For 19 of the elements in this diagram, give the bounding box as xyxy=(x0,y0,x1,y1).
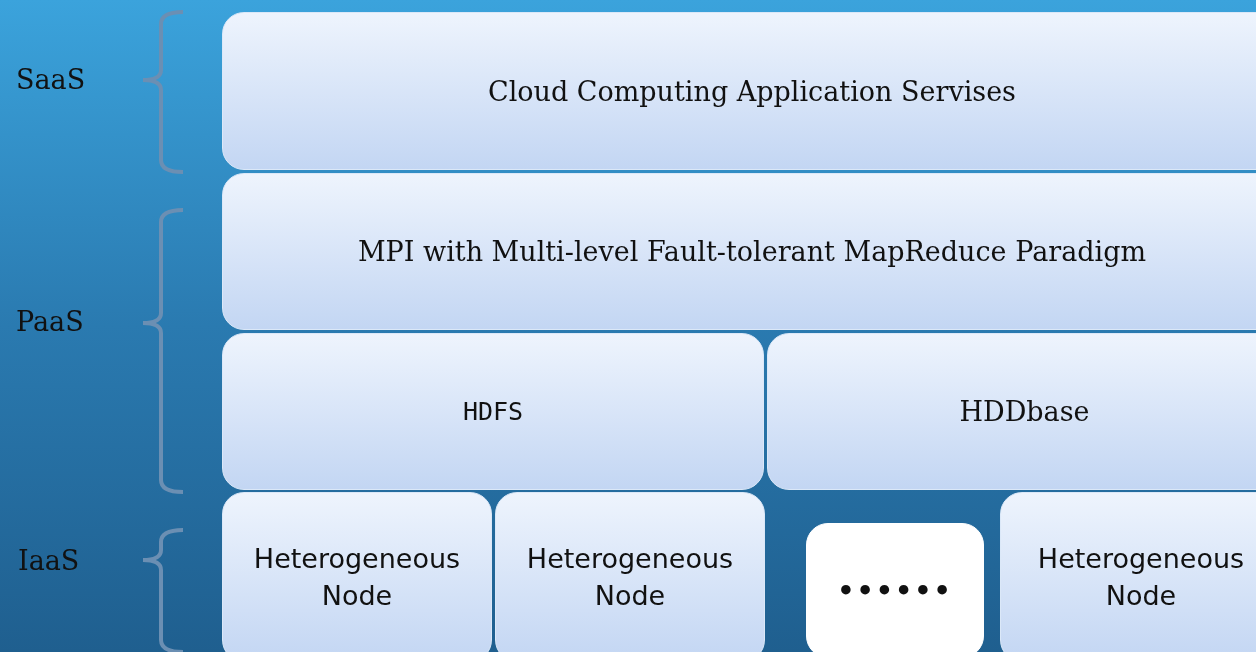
node-box xyxy=(495,492,765,652)
layer-label: Heterogeneous Node xyxy=(1036,542,1246,613)
layer-label: Heterogeneous Node xyxy=(252,542,462,613)
layer-box xyxy=(222,12,1256,170)
layer-label: Heterogeneous Node xyxy=(525,542,735,613)
ellipsis-box xyxy=(806,523,984,652)
layer-box xyxy=(222,173,1256,330)
layer-name: PaaS xyxy=(16,306,84,337)
layer-label: Cloud Computing Application Servises xyxy=(488,75,1016,107)
node-box xyxy=(1000,492,1256,652)
layer-name: IaaS xyxy=(18,545,80,576)
layer-label: HDFS xyxy=(462,397,524,426)
layer-box xyxy=(767,333,1256,490)
layer-box xyxy=(222,333,764,490)
layer-name: SaaS xyxy=(16,64,86,95)
layer-label: MPI with Multi-level Fault-tolerant MapReduce Paradigm xyxy=(357,236,1147,267)
node-box xyxy=(222,492,492,652)
layer-label: •••••• xyxy=(837,574,953,608)
layer-label: HDDbase xyxy=(959,396,1090,427)
